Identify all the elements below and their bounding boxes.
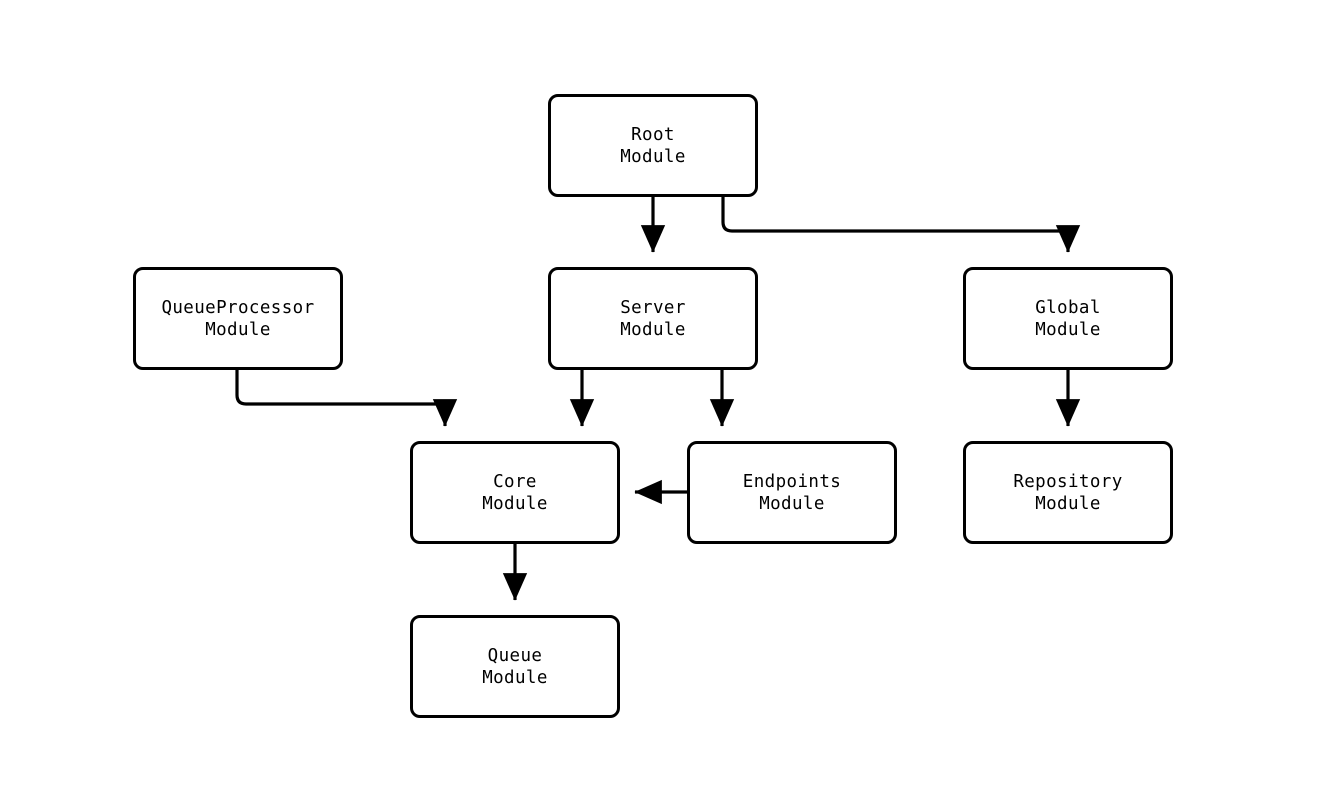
node-label-line2: Module [620,319,686,340]
node-label-line1: Repository [1013,471,1123,492]
edge-queueprocessor-core [235,370,458,427]
node-label-line2: Module [1035,493,1101,514]
edge-root-global [721,197,1081,253]
node-label-line1: Core [493,471,537,492]
node-label-line2: Module [759,493,825,514]
node-label-line2: Module [620,146,686,167]
node-label-line2: Module [1035,319,1101,340]
node-label-line2: Module [482,667,548,688]
node-label-line1: Root [631,124,675,145]
node-label-line1: Global [1035,297,1101,318]
node-label-line1: Queue [487,645,543,666]
node-label-line1: Endpoints [742,471,842,492]
node-label-line1: QueueProcessor [161,297,315,318]
node-label-line1: Server [620,297,686,318]
node-label-line2: Module [482,493,548,514]
node-label-line2: Module [205,319,271,340]
